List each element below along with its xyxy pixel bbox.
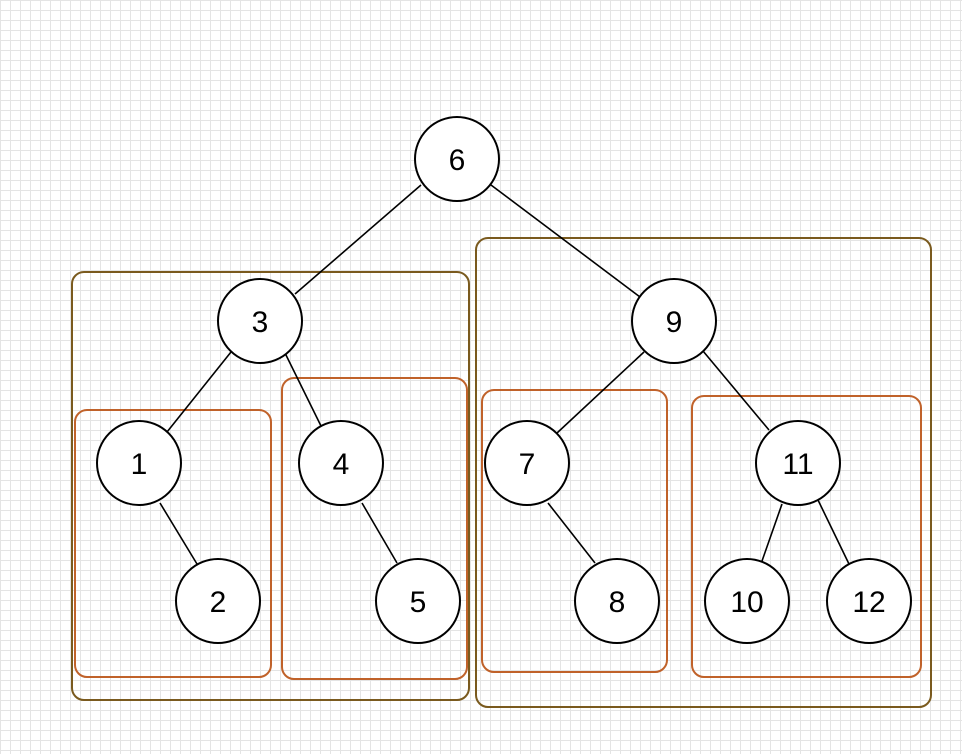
subtree-box-11: [691, 395, 922, 678]
node-3-label: 3: [252, 306, 269, 339]
node-4: 4: [298, 420, 384, 506]
node-11: 11: [755, 420, 841, 506]
node-11-label: 11: [782, 448, 813, 481]
edge-7-8: [547, 502, 596, 564]
node-9: 9: [631, 278, 717, 364]
node-9-label: 9: [666, 306, 683, 339]
node-6: 6: [414, 116, 500, 202]
node-4-label: 4: [333, 448, 350, 481]
node-7-label: 7: [519, 448, 536, 481]
subtree-boxes: [71, 237, 932, 708]
node-1: 1: [96, 420, 182, 506]
edge-6-3: [294, 184, 422, 295]
edge-9-11: [702, 350, 770, 431]
node-12: 12: [826, 558, 912, 644]
edge-3-4: [284, 352, 323, 429]
subtree-box-1: [74, 409, 272, 678]
right-subtree-box: [475, 237, 932, 708]
node-1-label: 1: [131, 448, 148, 481]
edge-11-10: [761, 503, 783, 562]
node-2-label: 2: [210, 586, 227, 619]
node-6-label: 6: [449, 144, 466, 177]
edge-6-9: [490, 184, 641, 298]
edges: [159, 184, 850, 565]
edge-9-7: [556, 351, 645, 434]
nodes: 6 3 9 1 4 7 11 2: [96, 116, 912, 644]
left-subtree-box: [71, 271, 470, 701]
node-8: 8: [574, 558, 660, 644]
node-12-label: 12: [852, 586, 885, 619]
subtree-box-7: [481, 389, 668, 673]
edge-11-12: [817, 499, 850, 565]
node-10-label: 10: [730, 586, 763, 619]
node-5-label: 5: [410, 586, 427, 619]
edge-3-1: [166, 351, 232, 433]
edge-1-2: [159, 502, 198, 565]
node-3: 3: [217, 278, 303, 364]
edge-4-5: [361, 502, 398, 564]
node-8-label: 8: [609, 586, 626, 619]
subtree-box-4: [281, 377, 468, 680]
node-10: 10: [704, 558, 790, 644]
node-2: 2: [175, 558, 261, 644]
node-7: 7: [484, 420, 570, 506]
node-5: 5: [375, 558, 461, 644]
